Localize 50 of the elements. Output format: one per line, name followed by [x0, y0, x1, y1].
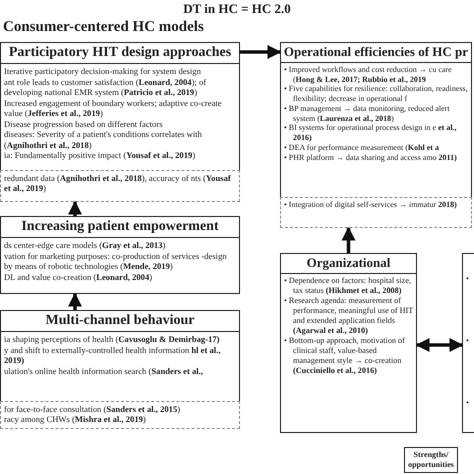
bullet-text: • Research agenda: measurement of performance, meaningful use of HIT and extended application fields (Agarwal et al., 2010)	[284, 296, 414, 336]
bullet-text: ia: Fundamentally positive impact (Yousaf et al., 2019)	[4, 150, 196, 161]
panel-heading: Organizational	[281, 254, 416, 274]
bullet-text: ia shaping perceptions of health (Cavusoglu & Demirbag-17)	[4, 334, 221, 345]
section-panel	[280, 253, 417, 433]
bullet-text: • Improved workflows and cost reduction → cu care (Hong & Lee, 2017; Rubbio et al., 2019	[284, 64, 453, 84]
bullet-text: for face-to-face consultation (Sanders et al., 2015)	[4, 404, 182, 414]
panel-heading: Operational efficiencies of HC pr	[281, 43, 471, 63]
bullet-text: y and shift to externally-controlled health information hl et al., 2019)	[4, 344, 222, 366]
bullet-mark: •	[466, 398, 470, 408]
section-panel	[0, 310, 240, 402]
section-panel	[280, 42, 472, 198]
bullet-text: Iterative participatory decision-making for system design	[4, 66, 202, 77]
dashed-panel	[0, 401, 240, 429]
bullet-text: ulation's online health information search (Sanders et al.,	[4, 366, 204, 376]
section-heading: Consumer-centered HC models	[3, 19, 204, 36]
bullet-mark: •	[466, 274, 470, 284]
bullet-text: • BP management → data monitoring, reduced alert system (Laurenza et al., 2018)	[284, 104, 451, 124]
bullet-text: vation for marketing purposes: co-production of services -design by means of robotic technologies (Mende, 2019)	[4, 250, 228, 272]
bullet-text: racy among CHWs (Mishra et al., 2019)	[4, 414, 147, 425]
arrow	[240, 45, 282, 59]
dashed-panel	[280, 197, 472, 228]
bullet-text: redundant data (Agnihothri et al., 2018), accuracy of nts (Yousaf et al., 2019)	[4, 173, 232, 194]
bullet-text: ds center-edge care models (Gray et al., 2013)	[4, 240, 166, 251]
arrow	[68, 200, 82, 216]
bullet-text: • Bottom-up approach, motivation of clinical staff, value-based management style → co-creation (Cucciniello et al., 2016)	[284, 336, 406, 376]
arrow	[68, 292, 82, 310]
bullet-text: diseases: Severity of a patient's conditions correlates with (Agnihothri et al., 2018)	[4, 129, 203, 150]
diagram-title: DT in HC = HC 2.0	[182, 1, 292, 17]
partial-panel	[462, 253, 474, 433]
bullet-text: ant role leads to customer satisfaction (Leonard, 2004); of developing national EMR system (Patricio et al., 2019)	[4, 76, 208, 98]
panel-heading: Participatory HIT design approaches	[1, 43, 239, 64]
bullet-text: • DEA for performance measurement (Kohl et a	[284, 142, 440, 153]
dashed-panel	[0, 170, 240, 202]
section-panel	[0, 42, 240, 171]
bullet-text: • Integration of digital self-services → immatur 2018)	[284, 200, 458, 210]
bullet-text: • BI systems for operational process design in e et al., 2016)	[284, 123, 458, 143]
panel-heading: Multi-channel behaviour	[1, 311, 239, 332]
bullet-text: Disease progression based on different factors	[4, 118, 164, 130]
bullet-text: • PHR platform → data sharing and access amo 2011)	[284, 152, 458, 162]
arrow	[416, 338, 464, 352]
panel-heading: Increasing patient empowerment	[1, 217, 239, 238]
section-panel	[0, 216, 240, 294]
bullet-text: DL and value co-creation (Leonard, 2004)	[4, 272, 154, 282]
legend-text: Strengths/ opportunities	[407, 449, 455, 472]
bullet-mark: •	[466, 336, 470, 346]
bullet-text: Increased engagement of boundary workers; adaptive co-create value (Jefferies et al., 2019)	[4, 98, 223, 119]
bullet-text: • Five capabilities for resilience: collaboration, readiness, flexibility; decrease in operational f	[284, 84, 469, 104]
bullet-text: • Dependence on factors: hospital size, tax status (Hikhmet et al., 2008)	[284, 276, 412, 296]
arrow	[342, 226, 356, 253]
